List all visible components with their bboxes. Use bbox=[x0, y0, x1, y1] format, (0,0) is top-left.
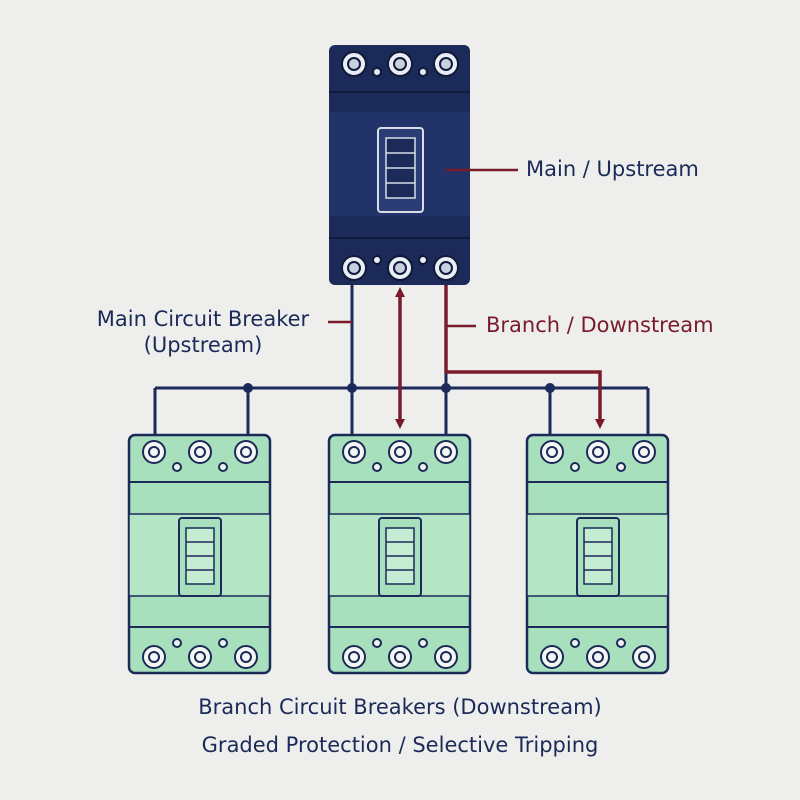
junction-dot bbox=[441, 383, 451, 393]
junction-dot bbox=[545, 383, 555, 393]
label-main-circuit-breaker-line2: (Upstream) bbox=[143, 333, 263, 357]
junction-dot bbox=[347, 383, 357, 393]
label-main-upstream: Main / Upstream bbox=[526, 157, 699, 181]
terminal-screws-bottom bbox=[341, 255, 459, 281]
label-main-circuit-breaker-line1: Main Circuit Breaker bbox=[96, 307, 310, 331]
bus-junctions bbox=[243, 383, 555, 393]
branch-downstream-arrow bbox=[444, 285, 605, 429]
junction-dot bbox=[243, 383, 253, 393]
terminal-screws-top bbox=[341, 51, 459, 77]
caption-graded-protection: Graded Protection / Selective Tripping bbox=[201, 733, 599, 757]
branch-breaker-center bbox=[327, 433, 472, 675]
annotations bbox=[328, 168, 605, 429]
toggle-handle bbox=[377, 127, 424, 213]
label-branch-downstream: Branch / Downstream bbox=[486, 313, 714, 337]
branch-breaker-left bbox=[127, 433, 272, 675]
branch-breaker-right bbox=[525, 433, 670, 675]
caption-branch-breakers: Branch Circuit Breakers (Downstream) bbox=[198, 695, 602, 719]
main-breaker bbox=[329, 45, 470, 285]
label-main-circuit-breaker: Main Circuit Breaker (Upstream) bbox=[80, 306, 326, 358]
